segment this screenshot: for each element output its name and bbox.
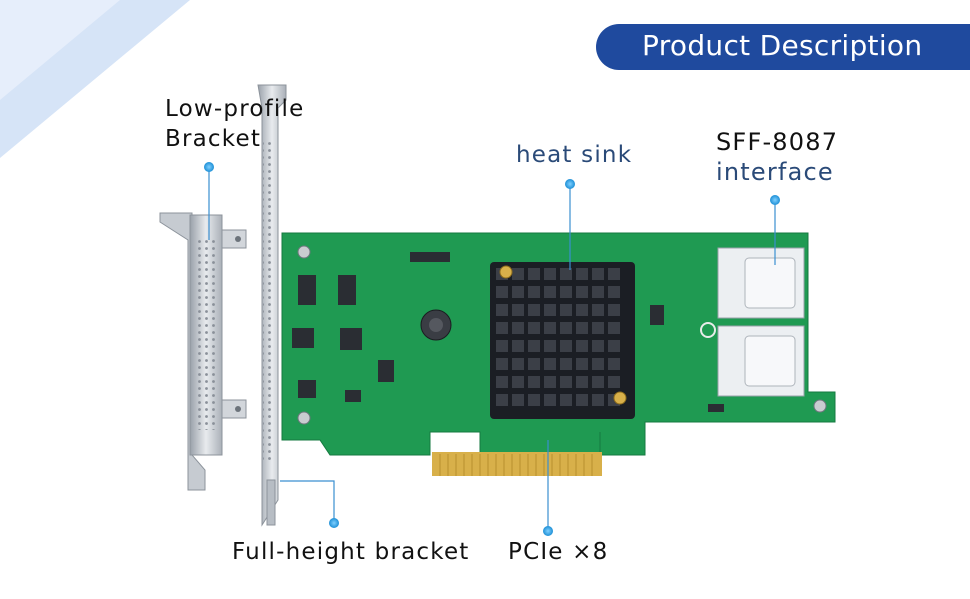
callout-dot-heat-sink bbox=[565, 179, 575, 189]
sff-label: SFF-8087 interface bbox=[716, 127, 838, 187]
low-profile-line1: Low-profile bbox=[165, 96, 305, 122]
pcie-gold-fingers bbox=[432, 452, 602, 476]
heat-sink-label: heat sink bbox=[516, 142, 633, 168]
callout-dot-pcie bbox=[543, 526, 553, 536]
corner-decoration bbox=[0, 0, 190, 158]
heat-sink bbox=[490, 262, 635, 419]
callout-dot-full-height bbox=[329, 518, 339, 528]
callout-dot-low-profile bbox=[204, 162, 214, 172]
sff-line2: interface bbox=[716, 158, 834, 186]
low-profile-label: Low-profile Bracket bbox=[165, 94, 304, 154]
full-height-label: Full-height bracket bbox=[232, 539, 470, 565]
full-height-bracket bbox=[257, 84, 287, 527]
low-profile-bracket bbox=[159, 212, 247, 491]
low-profile-line2: Bracket bbox=[165, 126, 262, 152]
sff-8087-connectors bbox=[717, 247, 805, 397]
sff-line1: SFF-8087 bbox=[716, 128, 839, 156]
banner-title: Product Description bbox=[642, 29, 923, 62]
callout-line-full-height bbox=[280, 480, 335, 522]
pcb-board bbox=[281, 232, 836, 476]
callout-dot-sff bbox=[770, 195, 780, 205]
product-description-banner: Product Description bbox=[596, 24, 970, 70]
pcie-label: PCIe ×8 bbox=[508, 539, 609, 565]
